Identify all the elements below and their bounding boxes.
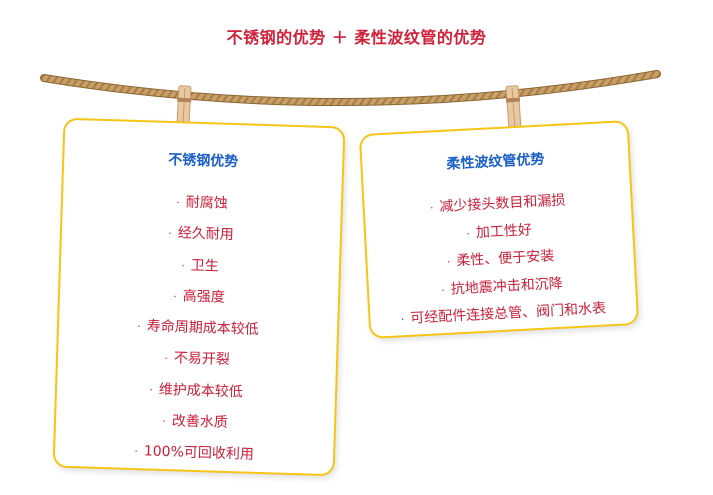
bullet: · xyxy=(181,259,185,273)
list-item-text: 经久耐用 xyxy=(177,225,234,244)
list-item-text: 柔性、便于安装 xyxy=(455,248,555,270)
bullet: · xyxy=(168,227,172,241)
list-item-text: 寿命周期成本较低 xyxy=(146,318,259,339)
bullet: · xyxy=(149,383,154,397)
bullet: · xyxy=(441,283,446,297)
bullet: · xyxy=(446,255,451,269)
list-item-text: 高强度 xyxy=(182,288,225,306)
corrugated-pipe-advantages-list: · 减少接头数目和漏损 · 加工性好 · 柔性、便于安装 · 抗地震冲击和沉降 · 可经配… xyxy=(364,184,637,335)
stainless-steel-card: 不锈钢优势 · 耐腐蚀 · 经久耐用 · 卫生 · 高强度 · 寿命周期成本较低 · 不易开… xyxy=(52,117,346,477)
bullet: · xyxy=(400,313,405,327)
main-title: 不锈钢的优势 ＋ 柔性波纹管的优势 xyxy=(226,28,487,47)
bullet: · xyxy=(175,196,180,210)
list-item-text: 改善水质 xyxy=(171,413,229,432)
clothespin-right xyxy=(505,85,522,131)
rope xyxy=(40,70,661,107)
bullet: · xyxy=(162,414,167,429)
bullet: · xyxy=(134,445,139,459)
list-item-text: 卫生 xyxy=(190,257,219,275)
stainless-steel-card-title: 不锈钢优势 xyxy=(168,151,239,171)
bullet: · xyxy=(137,320,141,334)
list-item-text: 耐腐蚀 xyxy=(185,194,228,212)
list-item-text: 减少接头数目和漏损 xyxy=(439,192,566,216)
list-item-text: 维护成本较低 xyxy=(158,381,244,401)
list-item-text: 可经配件连接总管、阀门和水表 xyxy=(409,300,607,327)
bullet: · xyxy=(466,227,471,241)
bullet: · xyxy=(173,290,177,304)
stainless-steel-advantages-list: · 耐腐蚀 · 经久耐用 · 卫生 · 高强度 · 寿命周期成本较低 · 不易开裂 · 维护成… xyxy=(55,184,342,474)
corrugated-pipe-card-title: 柔性波纹管优势 xyxy=(446,151,545,173)
bullet: · xyxy=(164,352,168,366)
bullet: · xyxy=(429,201,434,215)
list-item-text: 100%可回收利用 xyxy=(143,443,255,464)
corrugated-pipe-card: 柔性波纹管优势 · 减少接头数目和漏损 · 加工性好 · 柔性、便于安装 · 抗地震冲击… xyxy=(358,120,640,339)
list-item-text: 不易开裂 xyxy=(173,350,231,369)
list-item-text: 抗地震冲击和沉降 xyxy=(450,275,564,298)
list-item-text: 加工性好 xyxy=(475,221,533,241)
